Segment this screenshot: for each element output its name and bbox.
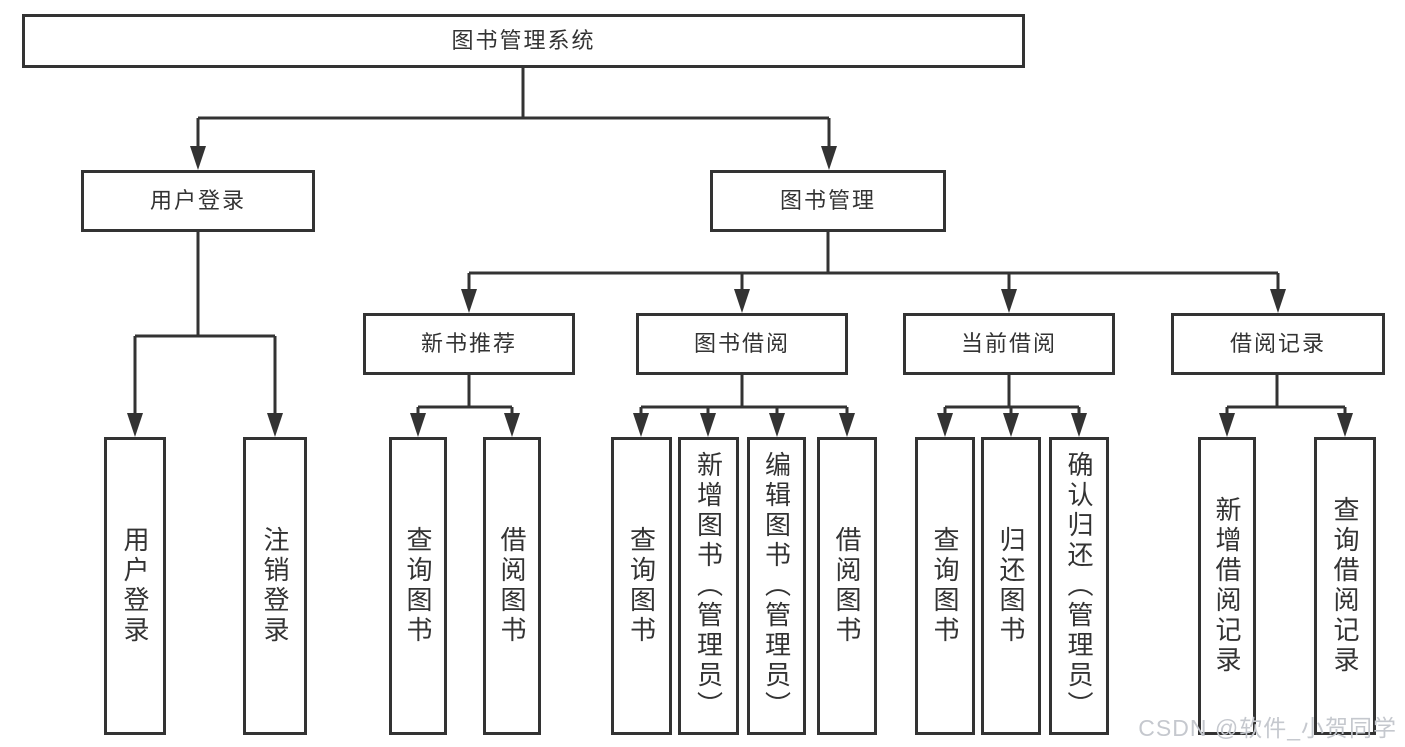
csdn-watermark: CSDN @软件_小贺同学 [1138,715,1397,741]
leaf-add-books-admin: 新增图书（管理员） [678,437,739,735]
leaf-return-books: 归还图书 [981,437,1041,735]
leaf-query-books-borrowing: 查询图书 [611,437,672,735]
leaf-query-books-current: 查询图书 [915,437,975,735]
node-new-book-recommend: 新书推荐 [363,313,575,375]
leaf-query-books-recommend: 查询图书 [389,437,447,735]
leaf-user-login: 用户登录 [104,437,166,735]
node-borrowing-records: 借阅记录 [1171,313,1385,375]
node-book-borrowing: 图书借阅 [636,313,848,375]
arrowhead-icons [127,146,1353,437]
node-current-borrowing: 当前借阅 [903,313,1115,375]
leaf-edit-books-admin: 编辑图书（管理员） [747,437,806,735]
leaf-borrow-books-recommend: 借阅图书 [483,437,541,735]
leaf-confirm-return-admin: 确认归还（管理员） [1049,437,1109,735]
node-book-management: 图书管理 [710,170,946,232]
leaf-logout: 注销登录 [243,437,307,735]
leaf-add-borrow-record: 新增借阅记录 [1198,437,1256,735]
node-user-login: 用户登录 [81,170,315,232]
leaf-borrow-books-borrowing: 借阅图书 [817,437,877,735]
node-library-system: 图书管理系统 [22,14,1025,68]
leaf-query-borrow-record: 查询借阅记录 [1314,437,1376,735]
